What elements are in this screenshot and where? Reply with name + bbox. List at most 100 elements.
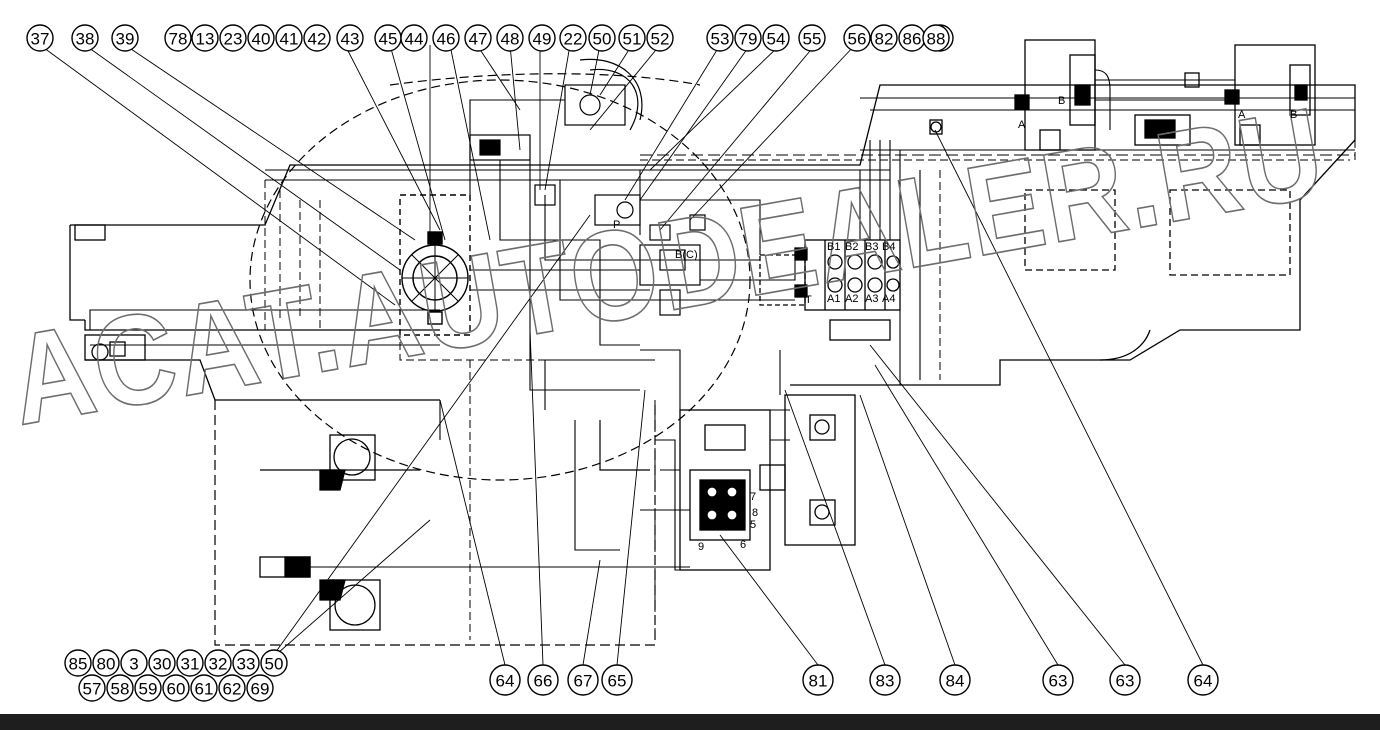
callout-circle [1187,664,1219,696]
callout-top: 49 [528,24,556,52]
callout-circle [734,24,762,52]
callout-circle [232,649,260,677]
callout-bottom-left: 33 [232,649,260,677]
callout-label: 49 [533,30,552,49]
callout-top: 51 [618,24,646,52]
callout-bottom: 64 [1187,664,1219,696]
callout-circle [528,24,556,52]
callout-top: 79 [734,24,762,52]
callout-circle [275,24,303,52]
callout-label: 88 [927,30,946,49]
callout-circle [489,664,521,696]
callout-label: 60 [167,680,186,699]
watermark: ACAT.AUTODEALER.RU [0,81,1335,453]
port-label: A4 [882,293,895,305]
callout-bottom-left: 58 [106,674,134,702]
callout-circle [64,649,92,677]
callout-label: 50 [265,655,284,674]
bottom-frame-bar [0,714,1380,730]
port-label: A1 [827,293,840,305]
callout-label: 3 [129,655,138,674]
callout-circle [246,674,274,702]
callout-bottom: 83 [869,664,901,696]
callout-circle [1109,664,1141,696]
callout-label: 46 [437,30,456,49]
callout-circle [802,664,834,696]
callout-bottom: 63 [1042,664,1074,696]
callout-label: 65 [608,672,627,691]
callout-bottom-left: 3 [120,649,148,677]
swivel-joint [399,194,471,336]
callout-label: 62 [223,680,242,699]
callout-label: 43 [341,30,360,49]
port-label: A2 [845,293,858,305]
callout-circle [260,649,288,677]
callout-label: 13 [196,30,215,49]
callout-top: 40 [247,24,275,52]
callout-top: 53 [706,24,734,52]
callout-label: 38 [76,30,95,49]
pump-assembly [679,394,856,571]
callout-label: 39 [116,30,135,49]
port-label: P [613,219,620,231]
callout-label: 51 [623,30,642,49]
callout-label: 57 [83,680,102,699]
callout-label: 85 [69,655,88,674]
callout-circle [219,24,247,52]
callout-label: 82 [875,30,894,49]
callout-circle [762,24,790,52]
port-label: 7 [750,491,756,503]
callout-label: 48 [501,30,520,49]
callout-circle [567,664,599,696]
callout-label: 79 [739,30,758,49]
callout-circle [204,649,232,677]
port-label: B2 [845,241,858,253]
callout-top: 48 [496,24,524,52]
callout-bottom-left: 31 [176,649,204,677]
callout-top: 56 [843,24,871,52]
callout-top: 13 [191,24,219,52]
callout-label: 64 [496,672,515,691]
lower-body [214,400,656,646]
callout-circle [646,24,674,52]
callout-label: 53 [711,30,730,49]
callout-bottom-left: 50 [260,649,288,677]
callout-circle [92,649,120,677]
port-label: B4 [882,241,895,253]
callout-top: 45 [374,24,402,52]
callout-circle [464,24,492,52]
port-label: B(C) [675,249,698,261]
port-label: A [1238,109,1246,121]
callout-circle [218,674,246,702]
callout-top: 54 [762,24,790,52]
callout-label: 31 [181,655,200,674]
callout-bottom-left: 80 [92,649,120,677]
callout-circle [559,24,587,52]
callout-label: 63 [1049,672,1068,691]
callout-label: 42 [308,30,327,49]
winch-valves [929,39,1316,151]
callout-label: 61 [195,680,214,699]
port-label: 6 [740,539,746,551]
callout-bottom: 84 [939,664,971,696]
callout-top: 43 [336,24,364,52]
callout-label: 45 [379,30,398,49]
callout-label: 83 [876,672,895,691]
callout-top: 52 [646,24,674,52]
callout-top: 82 [870,24,898,52]
callout-label: 22 [564,30,583,49]
callout-circle [111,24,139,52]
callout-bottom-left: 59 [134,674,162,702]
callout-bottom-left: 30 [148,649,176,677]
diagram-canvas: ACAT.AUTODEALER.RU ABPBAA1A2A3A4B1B2B3B4… [0,24,1356,702]
callout-top: 41 [275,24,303,52]
callout-circle [869,664,901,696]
callout-label: 66 [534,672,553,691]
callout-circle [706,24,734,52]
callout-label: 56 [848,30,867,49]
callout-top: 42 [303,24,331,52]
callout-circle [527,664,559,696]
callout-circle [922,24,950,52]
port-label: 9 [698,541,704,553]
callout-circle [106,674,134,702]
